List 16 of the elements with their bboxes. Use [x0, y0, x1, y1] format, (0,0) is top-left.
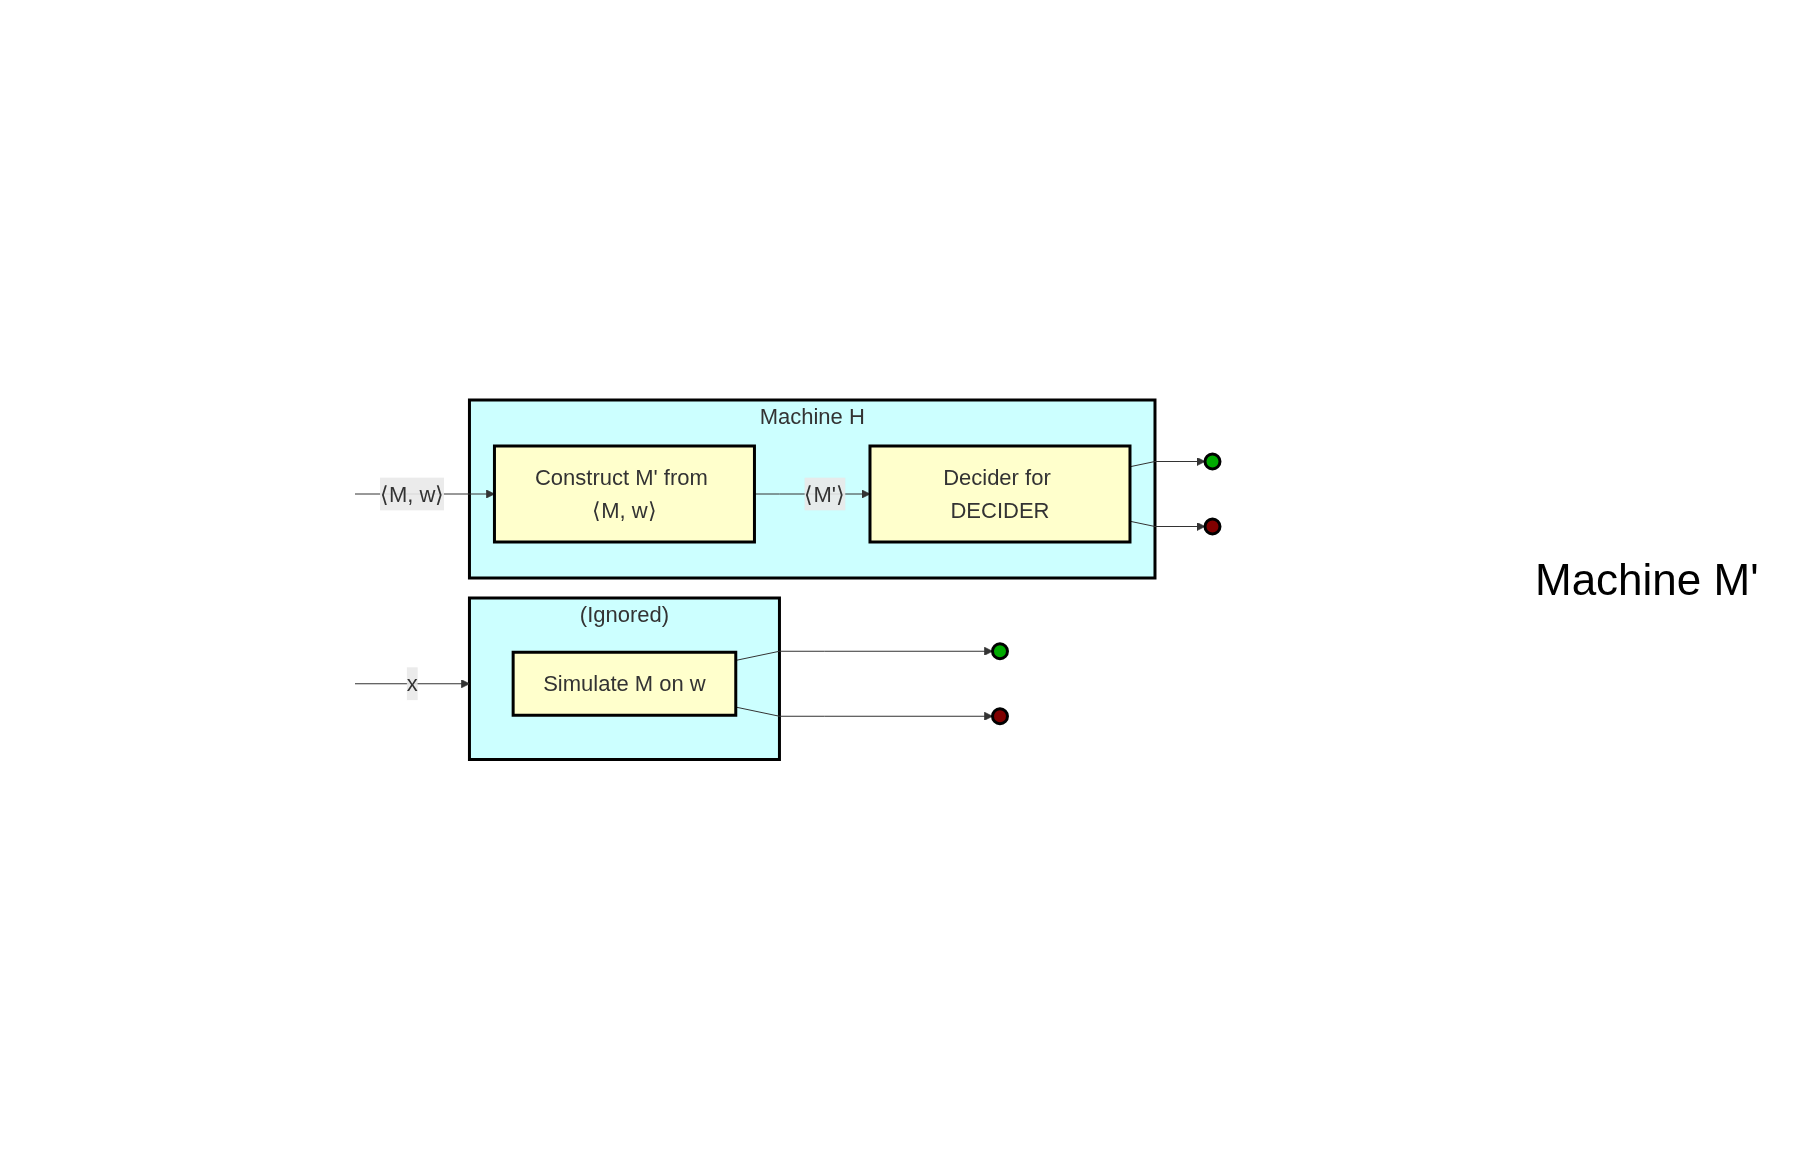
edge-label: ⟨M'⟩ — [804, 481, 845, 507]
edge-label: x — [406, 671, 418, 696]
node-box: Construct M' from ⟨M, w⟩ — [492, 444, 756, 544]
node-box: Decider for DECIDER — [868, 444, 1132, 544]
arrow — [1129, 456, 1206, 467]
brace-label: Machine M' — [1535, 554, 1760, 605]
arrow — [354, 679, 470, 688]
node-circle — [991, 642, 1009, 660]
node-box: Simulate M on w — [511, 650, 738, 717]
node-circle — [991, 707, 1009, 725]
arrow — [1129, 520, 1206, 531]
node-circle — [1203, 517, 1222, 536]
node-circle — [1203, 452, 1222, 471]
arrow — [735, 646, 993, 661]
arrow — [735, 706, 993, 721]
edge-label: ⟨M, w⟩ — [380, 481, 445, 507]
